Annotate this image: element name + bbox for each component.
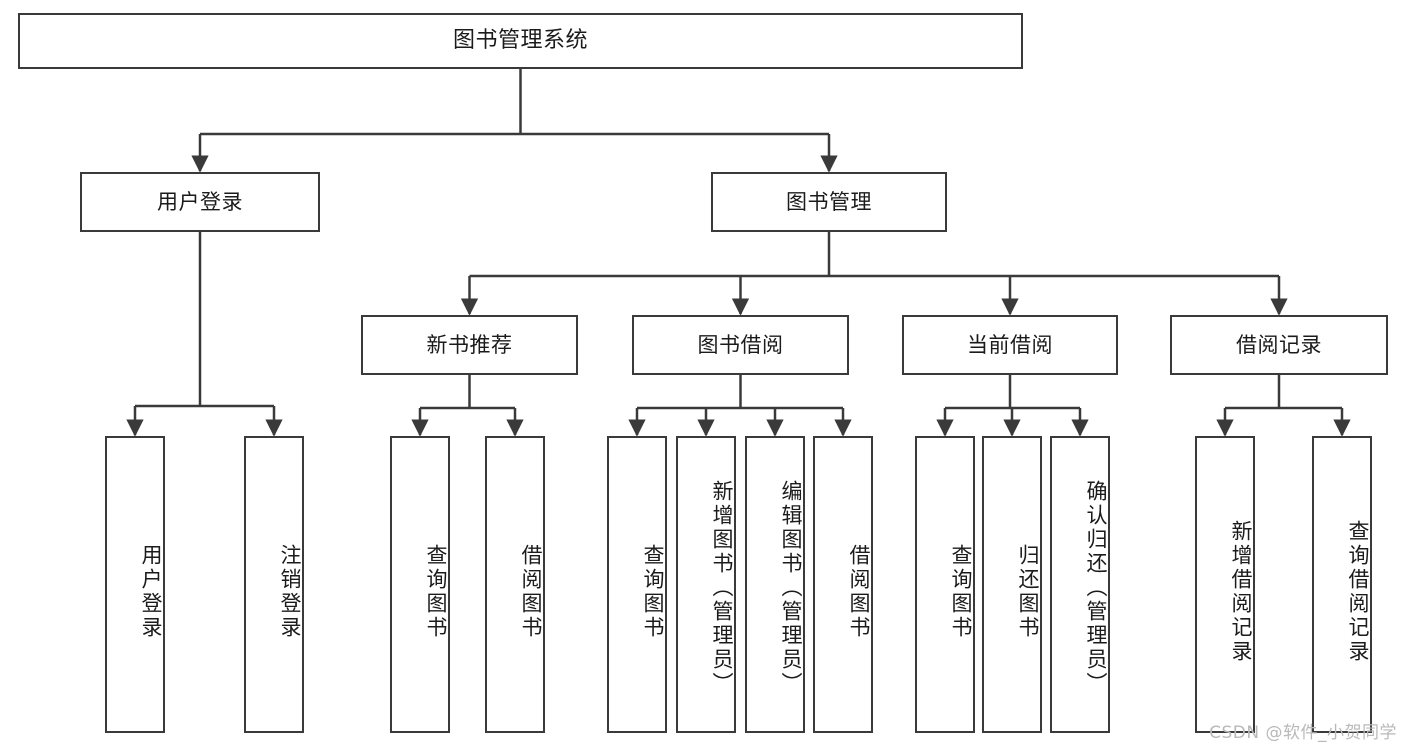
node-label: 当前借阅: [967, 332, 1053, 357]
node-leaf-query-book-3[interactable]: 查询图书: [915, 436, 975, 733]
node-label: 借阅图书: [519, 543, 543, 640]
node-leaf-logout[interactable]: 注销登录: [244, 436, 304, 733]
node-label: 查询借阅记录: [1346, 519, 1370, 664]
node-leaf-return-book[interactable]: 归还图书: [982, 436, 1042, 733]
node-leaf-user-login[interactable]: 用户登录: [105, 436, 165, 733]
node-book-borrow[interactable]: 图书借阅: [632, 315, 849, 375]
node-label: 用户登录: [157, 189, 243, 214]
node-leaf-query-book-2[interactable]: 查询图书: [607, 436, 667, 733]
node-label: 新增借阅记录: [1229, 519, 1253, 664]
node-leaf-confirm-return[interactable]: 确认归还（管理员）: [1050, 436, 1110, 733]
node-label: 查询图书: [949, 543, 973, 640]
node-leaf-edit-book[interactable]: 编辑图书（管理员）: [745, 436, 805, 733]
node-label: 注销登录: [278, 543, 302, 640]
node-user-login[interactable]: 用户登录: [80, 172, 320, 232]
node-leaf-add-record[interactable]: 新增借阅记录: [1195, 436, 1255, 733]
node-label: 用户登录: [139, 543, 163, 640]
node-label: 图书管理系统: [452, 28, 588, 54]
node-current-borrow[interactable]: 当前借阅: [902, 315, 1118, 375]
node-label: 新书推荐: [426, 332, 513, 357]
node-leaf-query-record[interactable]: 查询借阅记录: [1312, 436, 1372, 733]
node-root[interactable]: 图书管理系统: [18, 13, 1023, 69]
node-label: 新增图书（管理员）: [710, 479, 734, 696]
node-label: 归还图书: [1016, 543, 1040, 640]
node-book-manage[interactable]: 图书管理: [711, 172, 947, 232]
node-leaf-add-book[interactable]: 新增图书（管理员）: [676, 436, 736, 733]
node-leaf-query-book-1[interactable]: 查询图书: [390, 436, 450, 733]
node-leaf-borrow-book-1[interactable]: 借阅图书: [485, 436, 545, 733]
node-label: 查询图书: [424, 543, 448, 640]
node-borrow-record[interactable]: 借阅记录: [1170, 315, 1388, 375]
node-label: 编辑图书（管理员）: [779, 479, 803, 696]
watermark: CSDN @软件_小贺同学: [1209, 723, 1397, 743]
node-label: 图书借阅: [697, 332, 784, 357]
node-label: 借阅图书: [847, 543, 871, 640]
node-leaf-borrow-book-2[interactable]: 借阅图书: [813, 436, 873, 733]
node-new-book-rec[interactable]: 新书推荐: [361, 315, 578, 375]
node-label: 确认归还（管理员）: [1084, 479, 1108, 696]
node-label: 借阅记录: [1236, 332, 1322, 357]
node-label: 图书管理: [786, 189, 872, 214]
node-label: 查询图书: [641, 543, 665, 640]
